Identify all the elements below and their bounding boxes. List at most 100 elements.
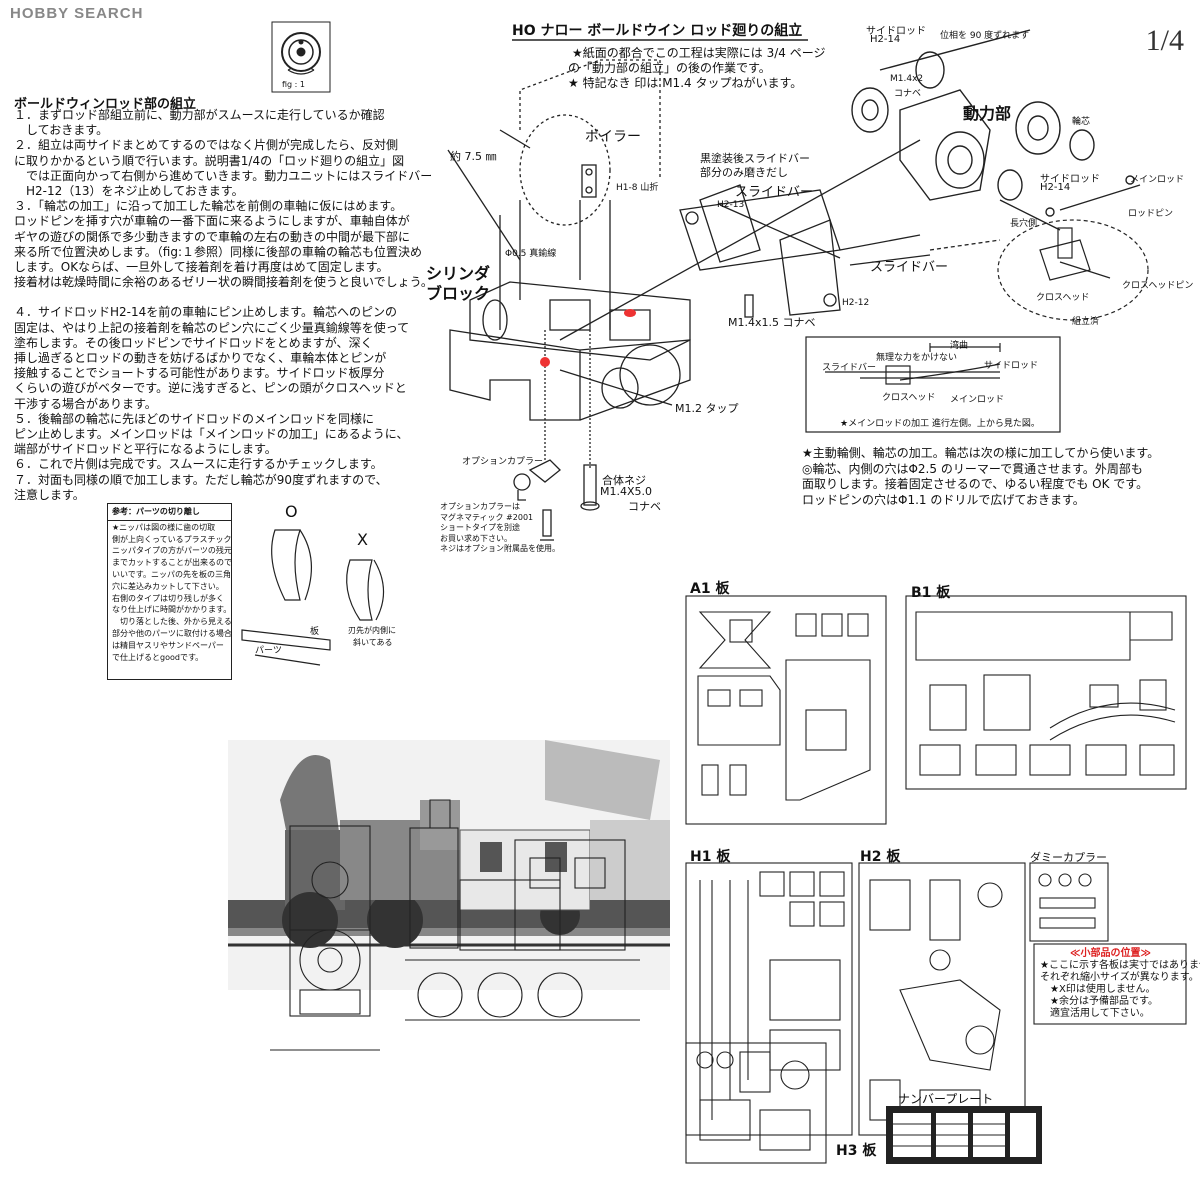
small-parts-line: ★余分は予備部品です。 <box>1040 996 1158 1007</box>
instruction-line: 固定は、やはり上記の接着剤を輪芯のピン穴にごく少量真鍮線等を使って <box>14 320 410 335</box>
label-screw-3: コナベ <box>628 500 661 513</box>
reference-line: 部分や他のパーツに取付ける場合 <box>112 628 232 638</box>
mainrod-side-rod: サイドロッド <box>984 361 1039 371</box>
power-unit-diagram <box>851 29 1141 231</box>
label-slidebar-2: スライドバー <box>870 260 949 275</box>
mainrod-no-force: 無理な力をかけない <box>876 353 958 363</box>
instruction-line: 接着材は乾燥時間に余裕のあるゼリー状の瞬間接着剤を使うと良いでしょう。 <box>14 275 433 290</box>
instruction-line: ４．サイドロッドH2-14を前の車軸にピン止めします。輪芯へのピンの <box>14 305 398 320</box>
reference-line: は精目ヤスリやサンドペーパー <box>112 640 224 650</box>
label-screw-1: 合体ネジ <box>602 474 646 487</box>
label-phase: 位相を 90 度ずれます <box>940 31 1030 41</box>
mainrod-caption: ★メインロッドの加工 進行左側。上から見た図。 <box>840 419 1040 429</box>
label-slidebar: スライドバー <box>735 185 814 200</box>
reference-line: なり仕上げに時間がかかります。 <box>112 605 232 615</box>
plate-a1-label: A1 板 <box>690 581 730 597</box>
bad-mark: X <box>357 530 368 549</box>
plate-dummy-label: ダミーカプラー <box>1030 851 1107 864</box>
plate-b1-label: B1 板 <box>911 585 951 601</box>
label-side-rod-top: サイドロッド <box>866 26 926 37</box>
label-boiler: ボイラー <box>585 129 641 145</box>
reference-line: までカットすることが出来るので <box>112 558 232 568</box>
label-power: 動力部 <box>963 104 1012 123</box>
axle-line: 面取りします。接着固定させるので、ゆるい程度でも OK です。 <box>802 477 1149 491</box>
instruction-line: ７．対面も同様の順で加工します。ただし輪芯が90度ずれますので、 <box>14 472 388 487</box>
instruction-line: 来る所で位置決めします。（fig:１参照）同様に後部の車輪の輪芯も位置決め <box>14 244 423 259</box>
small-parts-box <box>1033 943 1187 1025</box>
label-brass: Φ0.5 真鍮線 <box>505 249 557 259</box>
label-h2-13: H2-13 <box>717 200 745 210</box>
fig-label: fig : 1 <box>282 80 305 89</box>
locomotive-photo <box>228 740 670 990</box>
good-mark: O <box>285 502 298 521</box>
plate-h2-label: H2 板 <box>860 849 901 865</box>
plate-dummy-drawing <box>1029 862 1109 942</box>
crosshead-assembly-circle <box>997 219 1149 321</box>
blade-note-1: 刃先が内側に <box>348 626 396 635</box>
blade-note-2: 斜いてある <box>353 638 393 647</box>
header-note-2: の「動力部の組立」の後の作業です。 <box>568 61 771 75</box>
coupler-note-line: ショートタイプを別途 <box>440 523 520 532</box>
locomotive-line-drawing <box>270 799 640 1051</box>
reference-lines: ★ニッパは図の様に歯の切取 側が上向くっているプラスチック ニッパタイプの方がパ… <box>108 521 232 665</box>
small-parts-title: ≪小部品の位置≫ <box>1070 948 1151 959</box>
instruction-line: ５．後輪部の輪芯に先ほどのサイドロッドのメインロッドを同様に <box>14 411 375 426</box>
plate-h3-drawing <box>685 1042 827 1164</box>
plate-a1-drawing <box>685 595 887 825</box>
label-m14x2: M1.4x2 <box>890 74 924 84</box>
instruction-line: ピン止めします。メインロッドは「メインロッドの加工」にあるように、 <box>14 427 409 442</box>
header-note-3: ★ 特記なき 印は M1.4 タップねがいます。 <box>568 76 803 90</box>
instruction-line: ギヤの遊びの関係で多少動きますので車輪の左右の動きの中間が最下部に <box>14 229 411 244</box>
label-screw-2: M1.4X5.0 <box>600 485 653 498</box>
site-logo: HOBBY SEARCH <box>10 5 144 22</box>
cylinder-block-diagram <box>447 59 691 470</box>
instruction-line: ３．「輪芯の加工」に沿って加工した輪芯を前側の車軸に仮にはめます。 <box>14 199 403 214</box>
instruction-line: ロッドピンを挿す穴が車輪の一番下面に来るようにしますが、車軸自体が <box>14 214 410 229</box>
instruction-line: くらいの遊びがベターです。逆に浅すぎると、ピンの頭がクロスヘッドと <box>14 381 407 396</box>
label-crosshead-pin: クロスヘッドピン <box>1122 281 1194 291</box>
mainrod-slide-bar: スライドバー <box>822 363 877 373</box>
slidebar-diagram <box>559 139 1001 341</box>
small-parts-line: ★ここに示す各板は実寸ではありません <box>1040 960 1200 971</box>
label-long-hole: 長穴側 <box>1010 219 1038 229</box>
instruction-line: H2-12（13）をネジ止めしておきます。 <box>14 184 244 199</box>
axle-line: ★主動輪側、輪芯の加工。輪芯は次の様に加工してから使います。 <box>802 446 1160 460</box>
reference-line: 右側のタイプは切り残しが多く <box>112 593 224 603</box>
reference-line: 切り落とした後、外から見える <box>112 617 232 627</box>
label-axle: 輪芯 <box>1072 117 1091 127</box>
instruction-line: 注意します。 <box>14 487 85 502</box>
instruction-line: 挿し過ぎるとロッドの動きを妨げるばかりでなく、車輪本体とピンが <box>14 351 387 366</box>
mainrod-crosshead: クロスヘッド <box>882 393 936 403</box>
plate-b1-drawing <box>905 595 1187 790</box>
label-crosshead: クロスヘッド <box>1036 293 1090 303</box>
screw-drawing <box>580 464 600 511</box>
plate-h3-label: H3 板 <box>836 1143 877 1159</box>
axle-line: ロッドピンの穴はΦ1.1 のドリルで広げておきます。 <box>802 492 1085 507</box>
label-size: 約 7.5 ㎜ <box>450 150 497 163</box>
header-note-1: ★紙面の都合でこの工程は実際には 3/4 ページ <box>572 46 826 60</box>
label-h2-14: H2-14 <box>1040 182 1071 193</box>
instruction-line: ６．これで片側は完成です。スムースに走行するかチェックします。 <box>14 457 383 472</box>
small-parts-line: 適宜活用して下さい。 <box>1040 1008 1150 1019</box>
small-parts-line: それぞれ縮小サイズが異なります。 <box>1040 972 1199 983</box>
page-title: HO ナロー ボールドウイン ロッド廻りの組立 <box>512 23 803 39</box>
page-number: 1/4 <box>1145 24 1184 57</box>
mainrod-box-frame <box>805 336 1061 433</box>
reference-line: 側が上向くっているプラスチック <box>112 534 232 544</box>
label-side-rod: サイドロッド <box>1040 174 1100 185</box>
label-plate: 板 <box>310 627 320 637</box>
coupler-note: オプションカプラーは マグネマティック #2001 ショートタイプを別途 お買い… <box>440 502 560 555</box>
label-konabe: コナベ <box>894 89 922 99</box>
label-assembled: 組立済 <box>1072 317 1100 327</box>
coupler-note-line: お買い求め下さい。 <box>440 533 512 543</box>
plate-h1-drawing <box>685 862 853 1136</box>
label-h2-14-top: H2-14 <box>870 34 901 45</box>
plate-h1-label: H1 板 <box>690 849 731 865</box>
instruction-line: 干渉する場合があります。 <box>14 396 157 411</box>
label-parts: パーツ <box>255 646 282 656</box>
coupler-note-line: ネジはオプション附属品を使用。 <box>440 544 560 553</box>
label-h2-12: H2-12 <box>842 298 870 308</box>
mainrod-main-rod: メインロッド <box>950 395 1005 405</box>
instruction-line: １．まずロッド部組立前に、動力部がスムースに走行しているか確認 <box>14 108 385 122</box>
label-rod-pin: ロッドピン <box>1128 209 1174 219</box>
